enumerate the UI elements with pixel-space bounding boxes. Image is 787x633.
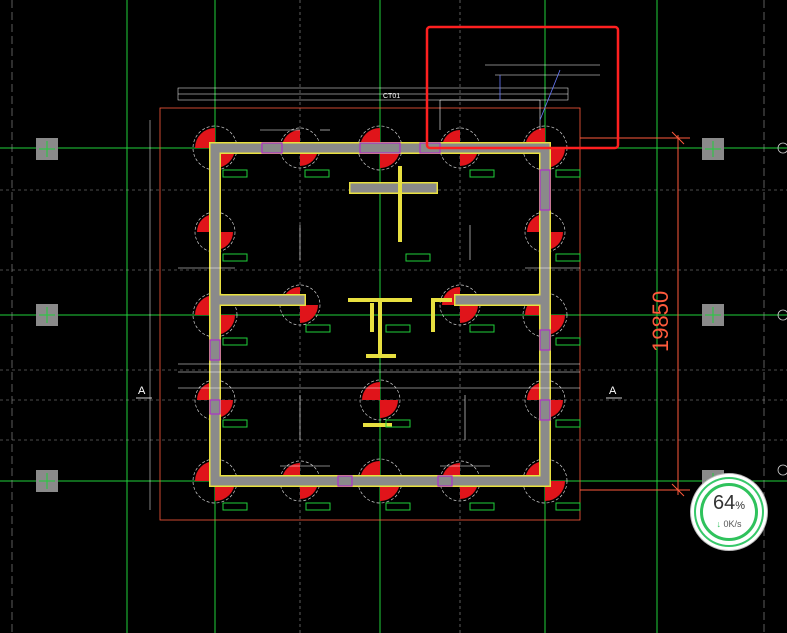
axis-marker[interactable]	[702, 304, 724, 326]
grid-axis-markers[interactable]	[36, 138, 724, 492]
axis-marker[interactable]	[702, 138, 724, 160]
annotation-blue	[499, 69, 561, 121]
speed-percent: 64%	[696, 492, 762, 515]
down-arrow-icon: ↓	[716, 519, 721, 529]
dimension-text: 19850	[648, 291, 673, 352]
speed-percent-unit: %	[735, 500, 746, 512]
edge-circles	[777, 142, 787, 476]
speed-percent-value: 64	[712, 492, 736, 514]
axis-marker[interactable]	[36, 304, 58, 326]
tag-top: CT01	[383, 93, 400, 100]
section-label-left: A	[138, 385, 146, 397]
speed-rate: ↓ 0K/s	[696, 519, 762, 529]
openings	[209, 142, 551, 487]
axis-marker[interactable]	[36, 138, 58, 160]
rebar-labels	[222, 169, 581, 511]
speed-ring	[700, 483, 758, 541]
speed-rate-value: 0K/s	[723, 519, 742, 529]
network-speed-widget[interactable]: 64% ↓ 0K/s	[696, 479, 762, 545]
dimension-line	[580, 131, 690, 497]
highlight-box	[425, 25, 620, 150]
axis-marker[interactable]	[36, 470, 58, 492]
section-label-right: A	[609, 385, 617, 397]
annotation-lines	[178, 64, 600, 467]
outer-boundary	[149, 87, 581, 521]
